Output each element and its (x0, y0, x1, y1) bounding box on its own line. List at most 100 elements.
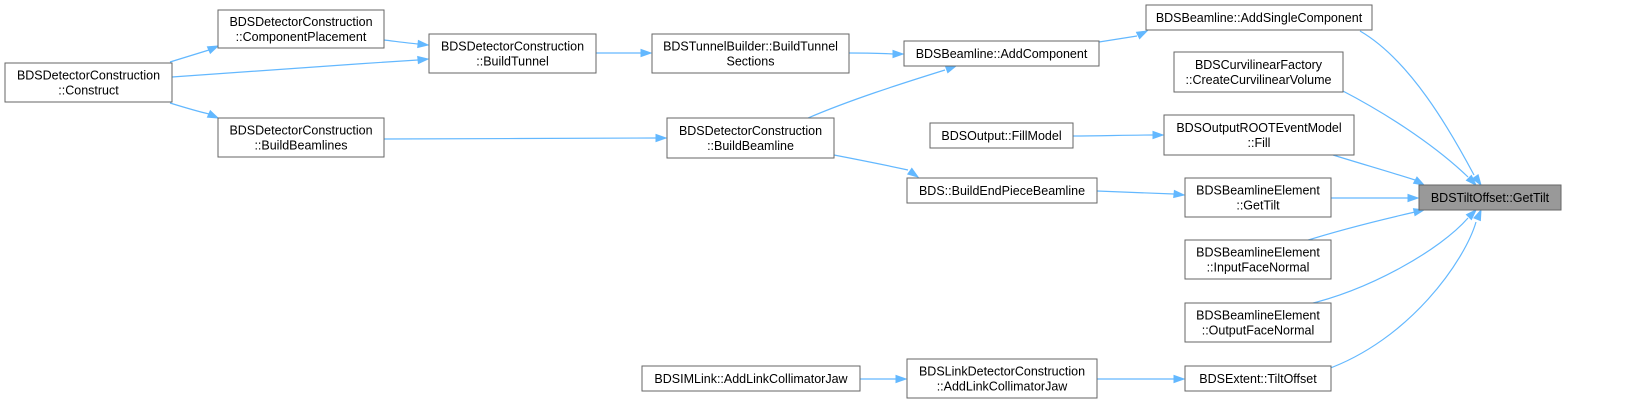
node-dc-compplace[interactable]: BDSDetectorConstruction::ComponentPlacem… (217, 9, 385, 49)
node-label-line: BDSTunnelBuilder::BuildTunnel (663, 40, 838, 54)
edge-line (1098, 35, 1138, 43)
edge-line (169, 49, 210, 63)
node-iml-addjaw[interactable]: BDSIMLink::AddLinkCollimatorJaw (641, 365, 861, 392)
node-box (651, 33, 850, 74)
node-label-line: ::BuildBeamlines (254, 139, 347, 153)
node-ldc-addjaw[interactable]: BDSLinkDetectorConstruction::AddLinkColl… (906, 358, 1098, 399)
node-label-line: BDSDetectorConstruction (679, 124, 822, 138)
edge-dc_buildbeamline-to-bds_endpiece (833, 154, 920, 178)
node-root: BDSTiltOffset::GetTilt (1418, 184, 1562, 211)
edge-dc_compplace-to-dc_buildtunnel (383, 39, 430, 49)
edge-line (1304, 211, 1416, 242)
arrow-head-icon (906, 167, 920, 178)
arrow-head-icon (1407, 193, 1420, 203)
node-box (4, 62, 173, 103)
node-dc-buildtunnel[interactable]: BDSDetectorConstruction::BuildTunnel (428, 33, 597, 74)
edge-line (1304, 217, 1469, 306)
edge-oref_fill-to-root (1332, 154, 1426, 186)
node-label-line: ::BuildTunnel (476, 55, 549, 69)
arrow-head-icon (1473, 208, 1482, 222)
node-box (1145, 4, 1373, 31)
edge-dc_construct-to-dc_buildbeamlines (169, 102, 220, 119)
edge-line (1340, 89, 1469, 178)
node-label-line: ::Construct (58, 84, 119, 98)
edge-ext_tilt-to-root (1324, 208, 1482, 371)
node-label-line: BDSBeamline::AddComponent (916, 47, 1088, 61)
edge-iml_addjaw-to-ldc_addjaw (859, 374, 908, 384)
node-dc-construct[interactable]: BDSDetectorConstruction::Construct (4, 62, 173, 103)
node-label-line: BDSDetectorConstruction (17, 69, 160, 83)
node-label-line: Sections (727, 55, 775, 69)
edge-ldc_addjaw-to-ext_tilt (1096, 374, 1186, 384)
edge-line (848, 52, 894, 55)
node-label-line: ::Fill (1248, 136, 1271, 150)
edge-dc_buildbeamlines-to-dc_buildbeamline (383, 133, 668, 143)
node-label-line: BDSDetectorConstruction (229, 15, 372, 29)
edge-cf_create-to-root (1340, 89, 1478, 187)
node-bl-addcomp[interactable]: BDSBeamline::AddComponent (903, 40, 1100, 67)
arrow-head-icon (1173, 189, 1186, 199)
node-label-line: BDSOutput::FillModel (941, 129, 1061, 143)
node-box (906, 177, 1098, 204)
graph-edges (169, 30, 1482, 384)
node-dc-buildbeamline[interactable]: BDSDetectorConstruction::BuildBeamline (666, 117, 835, 159)
node-dc-buildbeamlines[interactable]: BDSDetectorConstruction::BuildBeamlines (217, 117, 385, 158)
node-label-line: BDSExtent::TiltOffset (1199, 372, 1317, 386)
node-label-line: ::InputFaceNormal (1207, 261, 1310, 275)
arrow-head-icon (944, 65, 958, 74)
node-box (217, 117, 385, 158)
node-label-line: BDSDetectorConstruction (441, 40, 584, 54)
node-oref-fill[interactable]: BDSOutputROOTEventModel::Fill (1163, 114, 1355, 156)
arrow-head-icon (640, 48, 653, 58)
arrow-head-icon (895, 374, 908, 384)
node-bl-addsingle[interactable]: BDSBeamline::AddSingleComponent (1145, 4, 1373, 31)
arrow-head-icon (1173, 374, 1186, 384)
node-box (1184, 177, 1332, 218)
edge-dc_buildtunnel-to-tb_buildtunnel (596, 48, 653, 58)
edge-ble_gettilt-to-root (1330, 193, 1420, 203)
node-box (1173, 51, 1344, 93)
node-cf-create[interactable]: BDSCurvilinearFactory::CreateCurvilinear… (1173, 51, 1344, 93)
edge-dc_buildbeamline-to-bl_addcomp (807, 65, 958, 119)
edge-bl_addcomp-to-bl_addsingle (1098, 30, 1149, 43)
edge-out_fillmodel-to-oref_fill (1072, 130, 1165, 140)
node-ext-tilt[interactable]: BDSExtent::TiltOffset (1184, 365, 1332, 392)
arrow-head-icon (1152, 130, 1165, 140)
edge-dc_construct-to-dc_buildtunnel (171, 55, 430, 78)
node-label-line: BDSOutputROOTEventModel (1176, 121, 1341, 135)
node-box (903, 40, 1100, 67)
node-out-fillmodel[interactable]: BDSOutput::FillModel (929, 122, 1074, 149)
node-box (217, 9, 385, 49)
node-label-line: ::OutputFaceNormal (1202, 324, 1315, 338)
node-box (428, 33, 597, 74)
node-label-line: BDSBeamlineElement (1196, 309, 1320, 323)
node-ble-gettilt[interactable]: BDSBeamlineElement::GetTilt (1184, 177, 1332, 218)
node-label-line: BDSTiltOffset::GetTilt (1431, 191, 1550, 205)
node-box (1184, 302, 1332, 343)
edge-bds_endpiece-to-ble_gettilt (1096, 189, 1186, 199)
arrow-head-icon (417, 39, 430, 49)
edge-dc_construct-to-dc_compplace (169, 45, 220, 63)
node-label-line: BDSBeamlineElement (1196, 184, 1320, 198)
node-box (1163, 114, 1355, 156)
edge-line (833, 154, 909, 171)
edge-bl_addsingle-to-root (1359, 30, 1482, 187)
node-box (1418, 184, 1562, 211)
arrow-head-icon (1465, 174, 1478, 187)
node-ble-output[interactable]: BDSBeamlineElement::OutputFaceNormal (1184, 302, 1332, 343)
node-box (1184, 365, 1332, 392)
edge-line (383, 137, 657, 140)
node-label-line: ::CreateCurvilinearVolume (1186, 73, 1332, 87)
edge-line (171, 59, 419, 78)
arrow-head-icon (1135, 30, 1149, 40)
edge-line (807, 69, 946, 119)
node-bds-endpiece[interactable]: BDS::BuildEndPieceBeamline (906, 177, 1098, 204)
node-ble-input[interactable]: BDSBeamlineElement::InputFaceNormal (1184, 239, 1332, 280)
arrow-head-icon (1412, 176, 1426, 186)
node-box (929, 122, 1074, 149)
node-label-line: BDSCurvilinearFactory (1195, 58, 1323, 72)
node-label-line: ::GetTilt (1236, 199, 1280, 213)
arrow-head-icon (206, 45, 220, 55)
